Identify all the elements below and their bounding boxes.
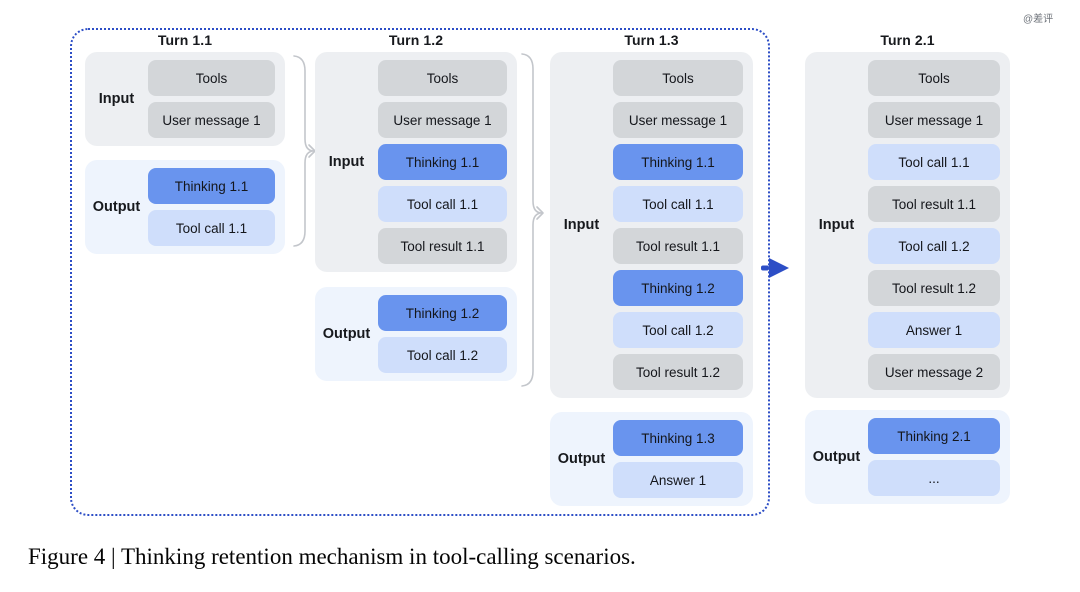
block-thinking-1-3: Thinking 1.3: [613, 420, 743, 456]
block-tool-call-1-2: Tool call 1.2: [613, 312, 743, 348]
output-stack: Thinking 1.1 Tool call 1.1: [148, 160, 285, 254]
block-tool-result-1-2: Tool result 1.2: [868, 270, 1000, 306]
block-user-message-1: User message 1: [378, 102, 507, 138]
block-tools: Tools: [868, 60, 1000, 96]
input-stack: Tools User message 1 Tool call 1.1 Tool …: [868, 52, 1010, 398]
block-tool-call-1-1: Tool call 1.1: [613, 186, 743, 222]
block-tools: Tools: [613, 60, 743, 96]
output-stack: Thinking 2.1 ...: [868, 410, 1010, 504]
block-tool-result-1-1: Tool result 1.1: [868, 186, 1000, 222]
input-label: Input: [563, 217, 600, 233]
block-thinking-1-2: Thinking 1.2: [613, 270, 743, 306]
turn-1-2-input-group: Input Tools User message 1 Thinking 1.1 …: [315, 52, 517, 272]
turn-title: Turn 1.1: [157, 32, 213, 48]
cross-turn-arrow-icon: [761, 258, 789, 278]
block-user-message-1: User message 1: [613, 102, 743, 138]
input-label: Input: [818, 217, 855, 233]
block-ellipsis: ...: [868, 460, 1000, 496]
turn-2-1-input-group: Input Tools User message 1 Tool call 1.1…: [805, 52, 1010, 398]
turn-1-1-input-group: Input Tools User message 1: [85, 52, 285, 146]
turn-title: Turn 1.2: [388, 32, 444, 48]
output-label: Output: [322, 326, 371, 342]
block-user-message-1: User message 1: [868, 102, 1000, 138]
input-label: Input: [98, 91, 135, 107]
block-tool-call-1-1: Tool call 1.1: [378, 186, 507, 222]
block-thinking-1-1: Thinking 1.1: [378, 144, 507, 180]
input-stack: Tools User message 1 Thinking 1.1 Tool c…: [378, 52, 517, 272]
turn-2-1-output-group: Output Thinking 2.1 ...: [805, 410, 1010, 504]
turn-1-2-output-group: Output Thinking 1.2 Tool call 1.2: [315, 287, 517, 381]
turn-1-3-output-group: Output Thinking 1.3 Answer 1: [550, 412, 753, 506]
output-label: Output: [557, 451, 606, 467]
output-stack: Thinking 1.2 Tool call 1.2: [378, 287, 517, 381]
block-thinking-1-2: Thinking 1.2: [378, 295, 507, 331]
block-tools: Tools: [378, 60, 507, 96]
block-thinking-2-1: Thinking 2.1: [868, 418, 1000, 454]
block-thinking-1-1: Thinking 1.1: [148, 168, 275, 204]
block-tools: Tools: [148, 60, 275, 96]
brace-arrow-icon: [521, 53, 544, 387]
block-user-message-2: User message 2: [868, 354, 1000, 390]
block-answer-1: Answer 1: [613, 462, 743, 498]
block-tool-call-1-2: Tool call 1.2: [868, 228, 1000, 264]
turn-title: Turn 2.1: [880, 32, 935, 48]
block-user-message-1: User message 1: [148, 102, 275, 138]
turn-1-1-output-group: Output Thinking 1.1 Tool call 1.1: [85, 160, 285, 254]
output-stack: Thinking 1.3 Answer 1: [613, 412, 753, 506]
output-label: Output: [812, 449, 861, 465]
turn-title: Turn 1.3: [624, 32, 679, 48]
block-tool-call-1-1: Tool call 1.1: [148, 210, 275, 246]
block-tool-result-1-1: Tool result 1.1: [613, 228, 743, 264]
block-tool-result-1-1: Tool result 1.1: [378, 228, 507, 264]
block-answer-1: Answer 1: [868, 312, 1000, 348]
block-tool-call-1-1: Tool call 1.1: [868, 144, 1000, 180]
input-stack: Tools User message 1: [148, 52, 285, 146]
block-tool-result-1-2: Tool result 1.2: [613, 354, 743, 390]
block-tool-call-1-2: Tool call 1.2: [378, 337, 507, 373]
input-label: Input: [328, 154, 365, 170]
output-label: Output: [92, 199, 141, 215]
block-thinking-1-1: Thinking 1.1: [613, 144, 743, 180]
watermark: @差评: [1023, 14, 1054, 25]
figure-caption: Figure 4 | Thinking retention mechanism …: [28, 544, 636, 569]
input-stack: Tools User message 1 Thinking 1.1 Tool c…: [613, 52, 753, 398]
turn-1-3-input-group: Input Tools User message 1 Thinking 1.1 …: [550, 52, 753, 398]
